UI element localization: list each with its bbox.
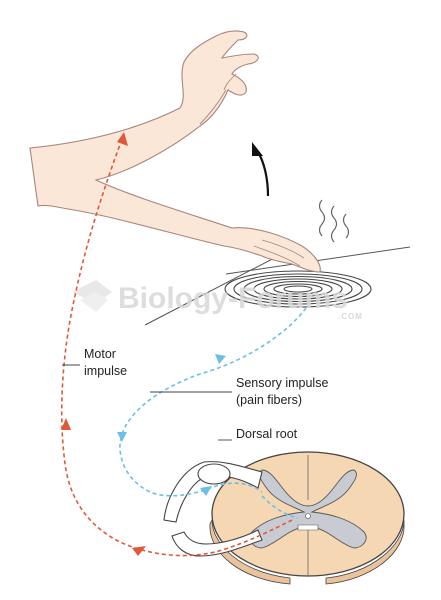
arm-illustration [29, 30, 321, 273]
dorsal-root-ganglion [197, 463, 231, 485]
stove-top [144, 246, 411, 326]
heat-waves-icon [318, 199, 350, 243]
motor-impulse-label-line2: impulse [84, 364, 128, 378]
spinal-cord-cross-section [209, 451, 405, 585]
watermark-suffix: .COM [338, 312, 363, 321]
watermark-logo [72, 280, 112, 312]
sensory-pathway [117, 307, 307, 519]
dorsal-root-label: Dorsal root [236, 427, 298, 441]
nerve-roots [163, 461, 263, 557]
label-leaders [62, 364, 232, 441]
sensory-impulse-label-line1: Sensory impulse [236, 376, 329, 390]
heating-coil [224, 270, 372, 308]
sensory-impulse-label-line2: (pain fibers) [236, 393, 302, 407]
withdrawal-arrow [252, 142, 270, 197]
motor-impulse-label-line1: Motor [84, 347, 116, 361]
grey-matter [249, 469, 367, 549]
motor-pathway [60, 132, 293, 557]
ventral-root-shape [171, 529, 263, 557]
arm-shape [29, 30, 321, 273]
watermark-text: Biology-Forums [118, 282, 348, 315]
